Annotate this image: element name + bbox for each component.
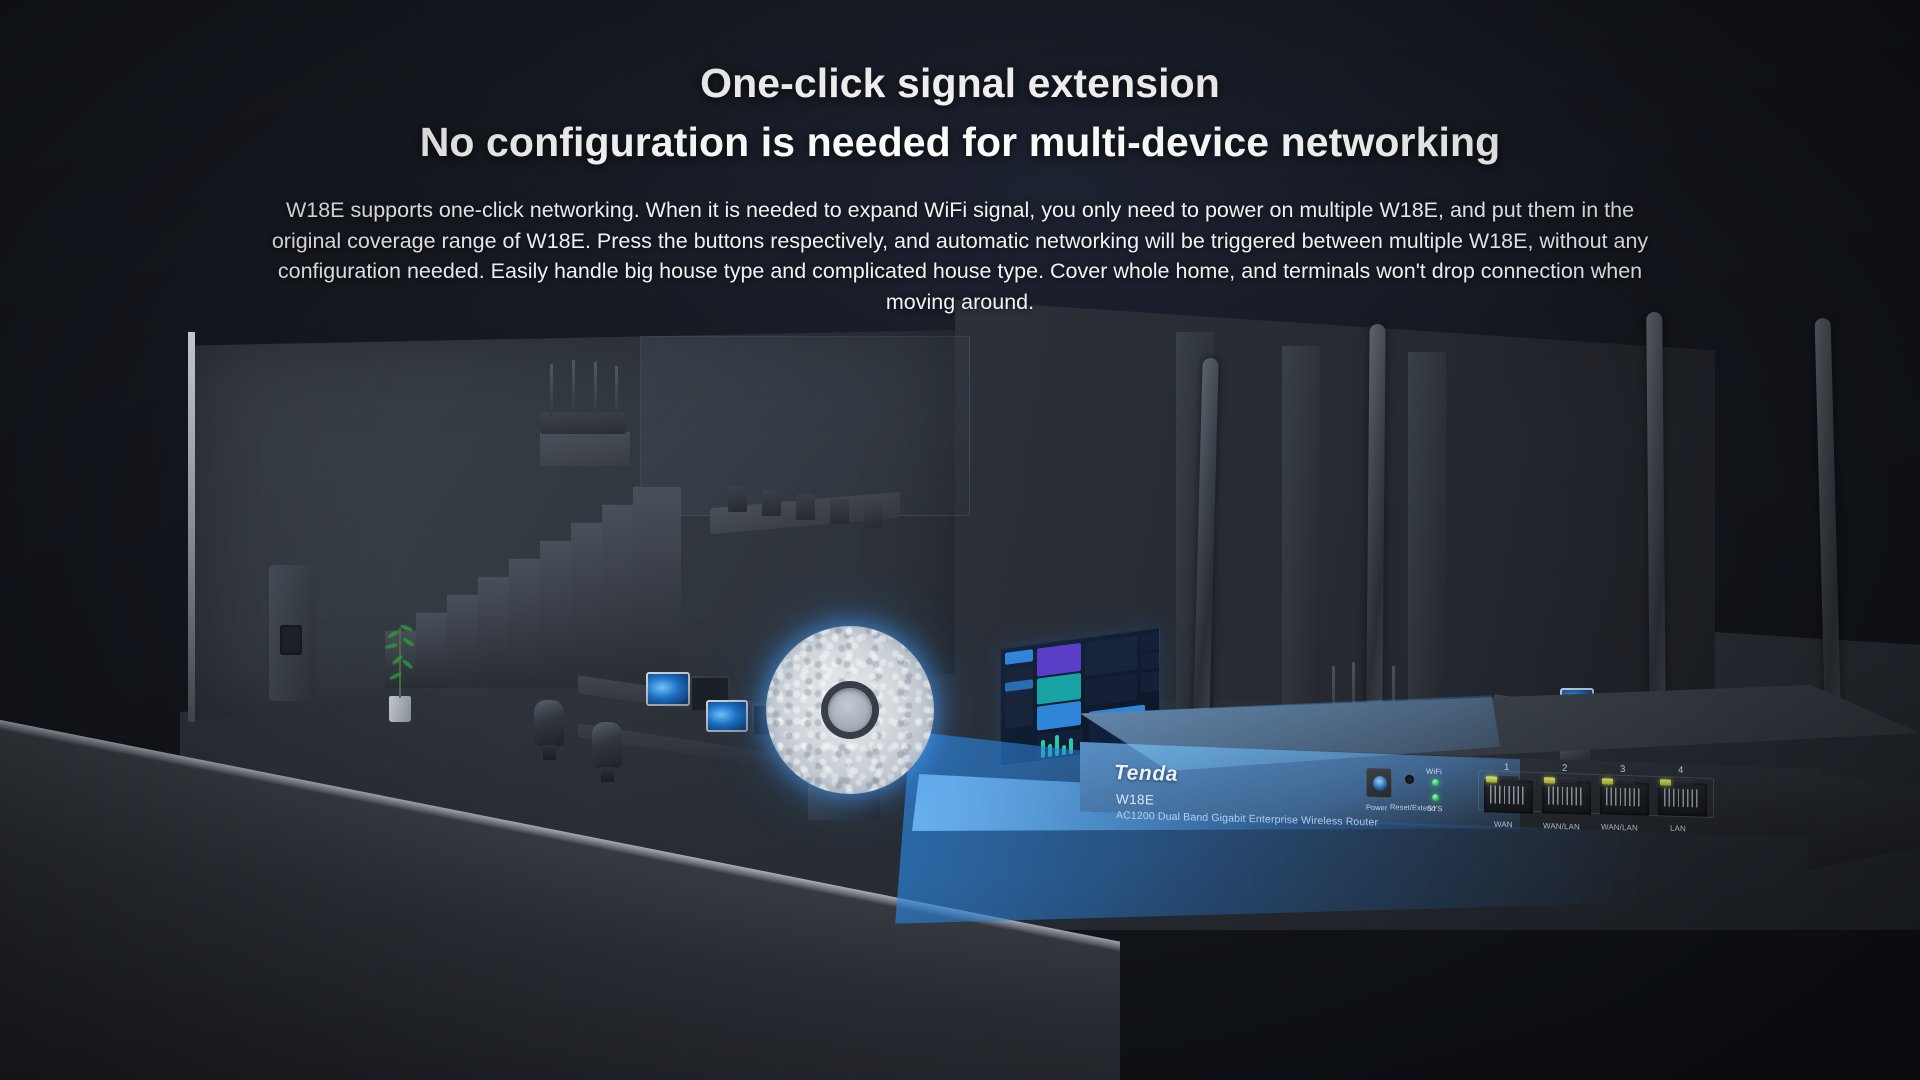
ethernet-port-2[interactable]: [1542, 776, 1591, 815]
power-button-label: Power: [1366, 802, 1388, 813]
router-brand-logo: Tenda: [1114, 761, 1179, 786]
wifi-led: [1432, 778, 1439, 787]
router-side-surface: [1808, 770, 1920, 870]
port-label-1: WAN: [1494, 819, 1513, 830]
wifi-led-label: WiFi: [1426, 766, 1442, 777]
meeting-chair: [830, 498, 849, 524]
ethernet-port-1[interactable]: [1484, 775, 1533, 814]
port-number-4: 4: [1678, 764, 1684, 777]
foreground-router-w18e: Tenda W18E AC1200 Dual Band Gigabit Ente…: [1080, 311, 1920, 930]
partition-column: [1408, 352, 1446, 712]
meeting-chair: [762, 490, 781, 516]
wall-edge-highlight: [188, 331, 195, 723]
reset-extend-button[interactable]: [1405, 774, 1414, 785]
router-antenna: [1814, 317, 1842, 737]
ethernet-port-3[interactable]: [1600, 777, 1649, 816]
description-paragraph: W18E supports one-click networking. When…: [271, 197, 1649, 315]
router-antenna: [1193, 357, 1219, 719]
potted-plant: [383, 604, 417, 722]
port-number-2: 2: [1562, 762, 1568, 775]
router-antenna: [1366, 323, 1386, 705]
background-router-left: [540, 412, 626, 434]
sys-led-label: SYS: [1427, 803, 1443, 814]
magnified-reset-button: [828, 688, 872, 732]
power-button[interactable]: [1366, 767, 1392, 799]
partition-column: [1282, 346, 1320, 746]
headline-line-2: No configuration is needed for multi-dev…: [419, 119, 1501, 166]
router-antenna: [1646, 311, 1666, 713]
sys-led: [1432, 793, 1439, 802]
port-number-1: 1: [1504, 761, 1510, 774]
water-dispenser: [269, 565, 316, 701]
meeting-chair: [728, 486, 747, 512]
marketing-copy: One-click signal extension No configurat…: [0, 0, 1920, 318]
router-model-name: W18E: [1116, 791, 1155, 808]
staircase: [385, 480, 685, 690]
headline-line-1: One-click signal extension: [700, 60, 1220, 106]
ethernet-port-4[interactable]: [1658, 778, 1707, 817]
wall-shelf: [540, 432, 630, 466]
magnifier-callout: [766, 626, 934, 794]
glass-meeting-room: [640, 336, 970, 516]
meeting-chair: [864, 502, 883, 528]
plant-stem: [399, 628, 401, 698]
port-label-2: WAN/LAN: [1543, 821, 1580, 832]
port-label-3: WAN/LAN: [1601, 822, 1638, 833]
port-label-4: LAN: [1670, 823, 1686, 834]
plant-pot: [389, 696, 411, 722]
meeting-chair: [796, 494, 815, 520]
port-number-3: 3: [1620, 763, 1626, 776]
